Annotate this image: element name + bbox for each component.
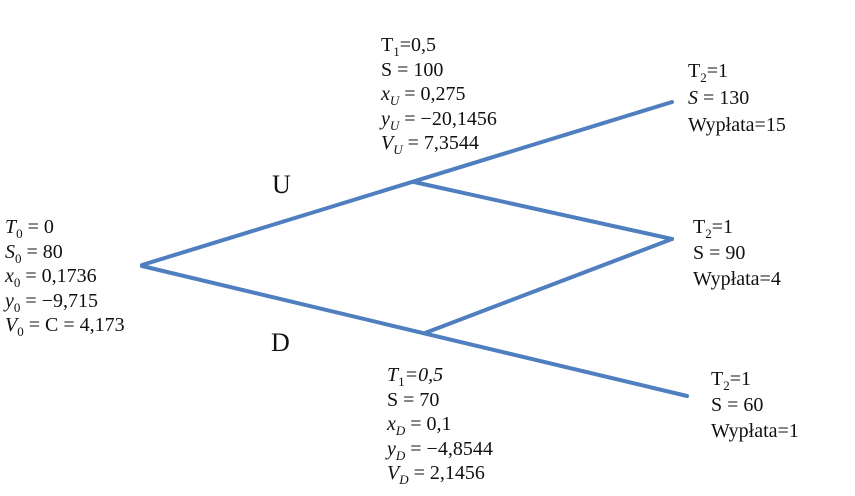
node-line: T2=1 [688, 58, 786, 85]
variable-value: = 0,1 [405, 413, 452, 435]
variable-subscript: 0 [17, 324, 24, 339]
variable-subscript: U [389, 93, 400, 108]
variable-subscript: 2 [700, 70, 707, 85]
node-line: T0 = 0 [5, 215, 125, 241]
variable-subscript: 0 [13, 299, 21, 315]
variable-subscript: 1 [398, 374, 405, 389]
node-line: S = 100 [381, 58, 497, 83]
node-line: Wypłata=1 [711, 418, 799, 444]
edge-up-down [412, 180, 674, 241]
variable-value: = −9,715 [20, 289, 98, 312]
node-line: x0 = 0,1736 [5, 264, 125, 290]
node-line: V0 = C = 4,173 [5, 313, 125, 339]
variable-value: = 60 [722, 394, 764, 416]
node-line: y0 = −9,715 [5, 289, 125, 315]
node-line: VU = 7,3544 [381, 131, 497, 157]
variable-subscript: U [389, 117, 400, 133]
variable-subscript: 0 [16, 226, 23, 241]
node-line: S = 90 [693, 240, 781, 266]
variable-value: =1 [706, 60, 728, 82]
variable-subscript: 2 [705, 226, 712, 241]
variable-name: V [387, 462, 400, 484]
variable-name: S [5, 240, 15, 263]
variable-name: T [381, 34, 394, 56]
variable-value: =1 [729, 368, 751, 390]
variable-value: = −20,1456 [399, 107, 497, 130]
edge-down-up [423, 237, 674, 335]
node-line: yU = −20,1456 [381, 107, 497, 133]
variable-value: =0,5 [404, 364, 444, 386]
branch-label-down: D [271, 328, 290, 357]
node-line: Wypłata=15 [688, 112, 786, 139]
variable-value: = C = 4,173 [23, 314, 125, 336]
variable-name: x [387, 413, 396, 435]
variable-value: = 7,3544 [402, 132, 479, 154]
variable-name: x [5, 265, 14, 287]
node-line: S = 60 [711, 392, 799, 418]
variable-subscript: 1 [393, 44, 400, 59]
variable-value: = 80 [21, 240, 63, 263]
variable-value: = 100 [392, 58, 444, 81]
node-line: T2=1 [693, 214, 781, 241]
variable-name: y [387, 437, 396, 460]
variable-subscript: 2 [723, 378, 730, 393]
variable-name: Wypłata=15 [688, 114, 786, 136]
variable-value: = 90 [704, 242, 746, 264]
variable-value: = 130 [698, 87, 750, 109]
variable-value: = −4,8544 [405, 437, 493, 460]
node-line: S = 70 [387, 388, 493, 413]
variable-name: T [711, 368, 724, 390]
node-line: Wypłata=4 [693, 266, 781, 292]
variable-name: S [688, 87, 698, 109]
variable-value: =1 [711, 216, 733, 238]
node-line: VD = 2,1456 [387, 461, 493, 487]
variable-subscript: 0 [15, 250, 22, 266]
variable-name: y [381, 107, 390, 130]
variable-name: Wypłata=1 [711, 420, 799, 442]
variable-name: Wypłata=4 [693, 268, 781, 290]
node-line: S0 = 80 [5, 240, 125, 266]
node-line: S = 130 [688, 85, 786, 112]
variable-name: T [387, 364, 399, 386]
variable-value: = 2,1456 [408, 462, 485, 484]
variable-name: V [5, 314, 18, 336]
variable-value: = 0 [22, 216, 54, 238]
variable-name: y [5, 289, 14, 312]
variable-subscript: D [395, 423, 406, 438]
variable-value: = 70 [398, 388, 440, 411]
variable-name: T [688, 60, 701, 82]
variable-value: = 0,275 [399, 83, 466, 105]
variable-subscript: U [393, 142, 403, 157]
node-line: xD = 0,1 [387, 412, 493, 438]
node-line: xU = 0,275 [381, 82, 497, 108]
variable-name: T [5, 216, 17, 238]
variable-subscript: D [395, 447, 406, 463]
variable-subscript: D [399, 472, 409, 487]
variable-subscript: 0 [13, 275, 21, 290]
node-line: T1=0,5 [387, 363, 493, 389]
variable-name: T [693, 216, 706, 238]
variable-name: S [381, 58, 393, 81]
variable-name: x [381, 83, 390, 105]
edge-root-down [140, 264, 689, 398]
edge-root-up [140, 100, 674, 267]
variable-value: = 0,1736 [20, 265, 97, 287]
branch-label-up: U [272, 170, 291, 199]
variable-value: =0,5 [399, 34, 436, 56]
node-line: yD = −4,8544 [387, 437, 493, 463]
variable-name: V [381, 132, 394, 154]
node-line: T1=0,5 [381, 33, 497, 59]
variable-name: S [387, 388, 399, 411]
variable-name: S [693, 242, 705, 264]
variable-name: S [711, 394, 723, 416]
node-line: T2=1 [711, 366, 799, 393]
